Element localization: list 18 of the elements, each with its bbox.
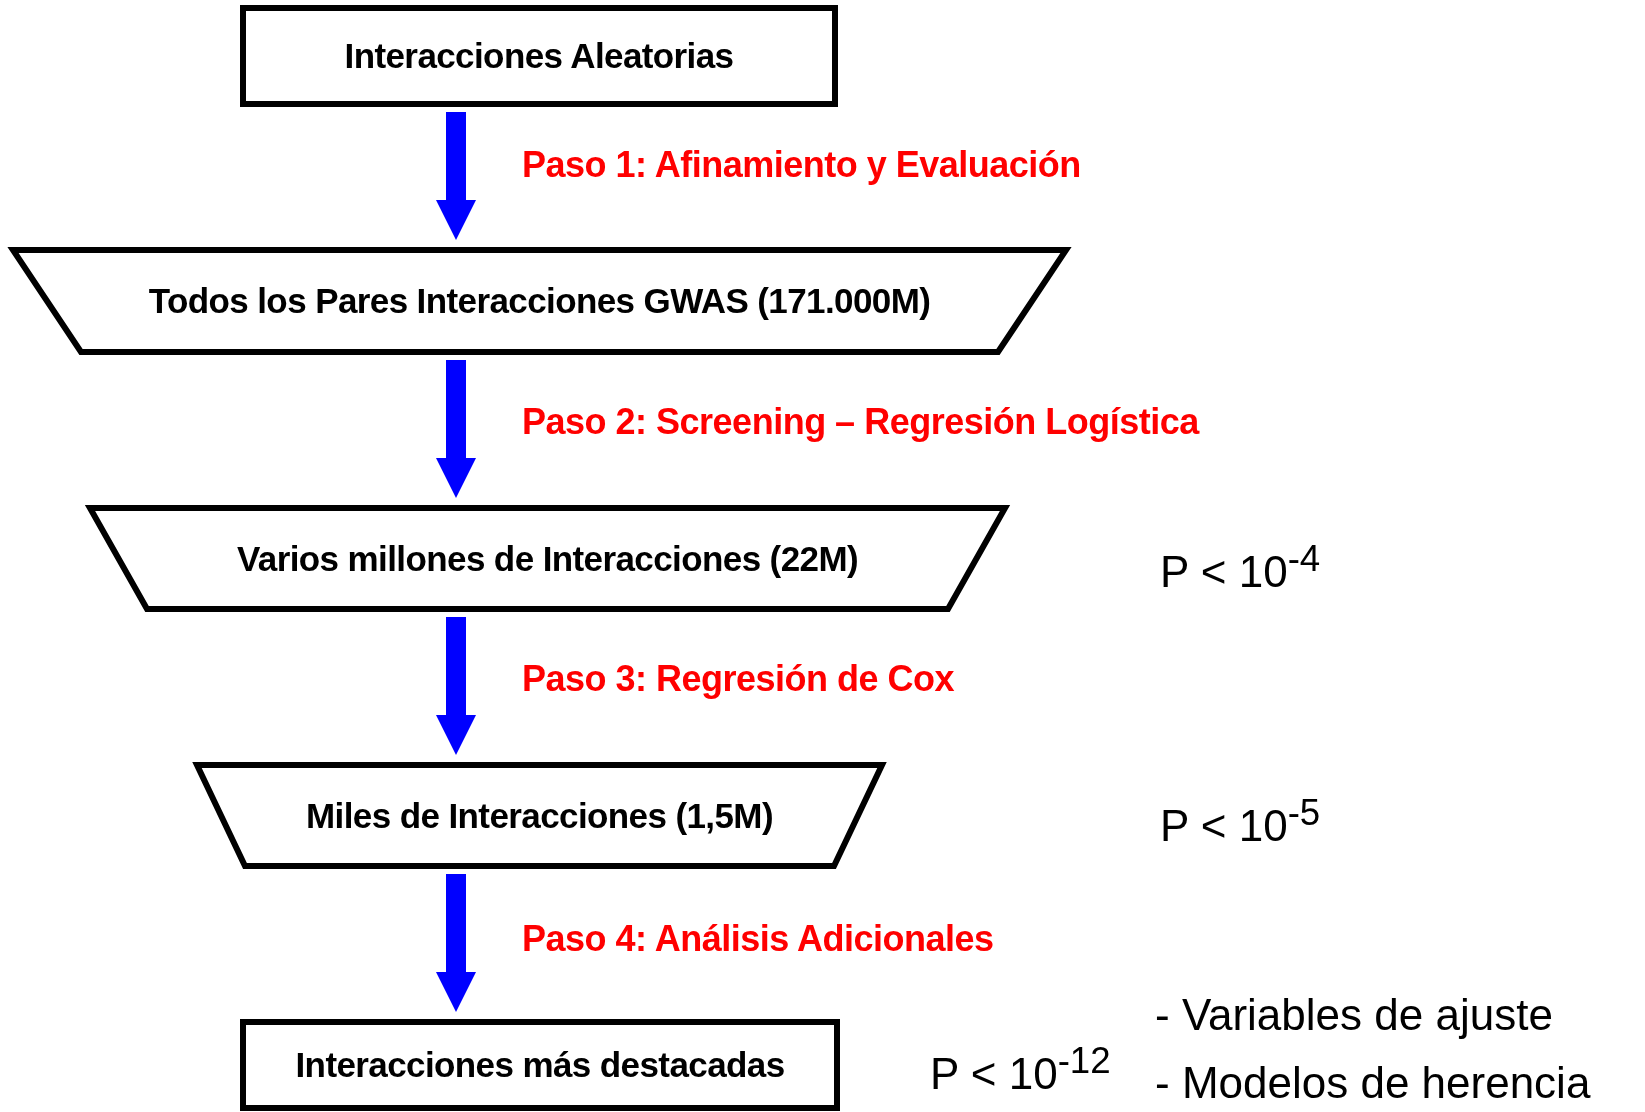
arrow [436, 360, 476, 498]
p-value-note: P < 10$^{-5}$ [1160, 792, 1321, 851]
node-label: Todos los Pares Interacciones GWAS (171.000M) [148, 281, 931, 321]
arrow [436, 874, 476, 1012]
edge-label: Paso 1: Afinamiento y Evaluación [522, 144, 1081, 186]
node-label: Varios millones de Interacciones (22M) [236, 538, 858, 579]
node-label: Interacciones Aleatorias [344, 36, 734, 76]
p-value-note: P < 10$^{-4}$ [1160, 538, 1321, 597]
arrow [436, 617, 476, 755]
note: - Modelos de herencia [1155, 1058, 1591, 1108]
arrow [436, 112, 476, 240]
edge-label: Paso 4: Análisis Adicionales [522, 918, 994, 960]
edge-label: Paso 3: Regresión de Cox [522, 658, 955, 700]
edge-label: Paso 2: Screening – Regresión Logística [522, 401, 1199, 443]
node-label: Interacciones más destacadas [295, 1045, 785, 1085]
p-value-note: P < 10$^{-12}$ [930, 1040, 1111, 1099]
note: - Variables de ajuste [1155, 990, 1553, 1040]
node-label: Miles de Interacciones (1,5M) [306, 795, 773, 836]
